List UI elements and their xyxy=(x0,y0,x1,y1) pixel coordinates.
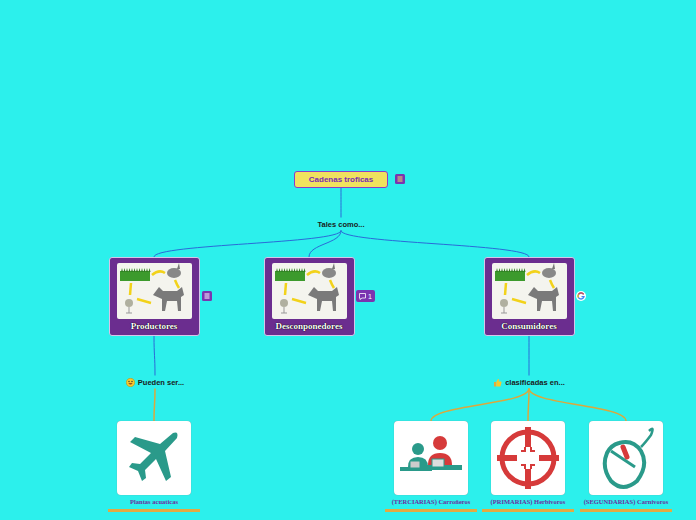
branch-line xyxy=(154,231,341,258)
branch-line xyxy=(309,231,341,258)
icon-tile xyxy=(117,421,191,495)
icon-tile xyxy=(394,421,468,495)
image-topic: Desconponedores xyxy=(264,257,355,336)
image-topic: Consumidores xyxy=(484,257,575,336)
topic-text: (TERCIARIAS) Carroñeros xyxy=(385,498,477,506)
branch-line xyxy=(341,188,342,218)
branch-line xyxy=(154,389,155,422)
topic-text: Cadenas troficas xyxy=(309,175,373,184)
target-icon xyxy=(491,421,565,495)
topic-text: Desconponedores xyxy=(265,321,354,331)
note-icon xyxy=(395,174,405,184)
connector-topic: Pueden ser... xyxy=(123,376,187,389)
comment-icon xyxy=(359,293,366,300)
branch-line xyxy=(528,389,529,422)
branch-line xyxy=(341,231,529,258)
mouse-icon xyxy=(589,421,663,495)
note-icon xyxy=(202,291,212,301)
google-icon xyxy=(576,291,586,301)
plane-icon xyxy=(117,421,191,495)
topic-text: Plantas acuaticas xyxy=(108,498,200,506)
branch-line xyxy=(431,389,529,422)
image-topic: Productores xyxy=(109,257,200,336)
topic-text: Tales como... xyxy=(318,220,365,229)
icon-tile xyxy=(589,421,663,495)
icon-topic: Plantas acuaticas xyxy=(108,421,200,512)
branch-line xyxy=(154,336,155,376)
topic-text: (PRIMARIAS) Herbivoros xyxy=(482,498,574,506)
connector-topic: Tales como... xyxy=(315,218,368,231)
icon-tile xyxy=(491,421,565,495)
icon-topic: (SEGUNDARIAS) Carnivoros xyxy=(580,421,672,512)
food-chain-illustration xyxy=(117,263,192,319)
branch-line xyxy=(529,389,626,422)
food-chain-illustration xyxy=(272,263,347,319)
smile-emoji xyxy=(126,378,135,387)
topic-text: Consumidores xyxy=(485,321,574,331)
food-chain-illustration xyxy=(492,263,567,319)
topic-text: Productores xyxy=(110,321,199,331)
comment-count: 1 xyxy=(368,293,372,300)
people-icon xyxy=(394,421,468,495)
connector-topic: clasificadas en... xyxy=(490,376,568,389)
topic-text: (SEGUNDARIAS) Carnivoros xyxy=(580,498,672,506)
central-topic: Cadenas troficas xyxy=(294,171,388,188)
branch-line xyxy=(529,336,530,376)
icon-topic: (PRIMARIAS) Herbivoros xyxy=(482,421,574,512)
topic-text: clasificadas en... xyxy=(505,378,565,387)
topic-text: Pueden ser... xyxy=(138,378,184,387)
comment-badge: 1 xyxy=(356,290,375,302)
icon-topic: (TERCIARIAS) Carroñeros xyxy=(385,421,477,512)
thumb-emoji xyxy=(493,378,502,387)
